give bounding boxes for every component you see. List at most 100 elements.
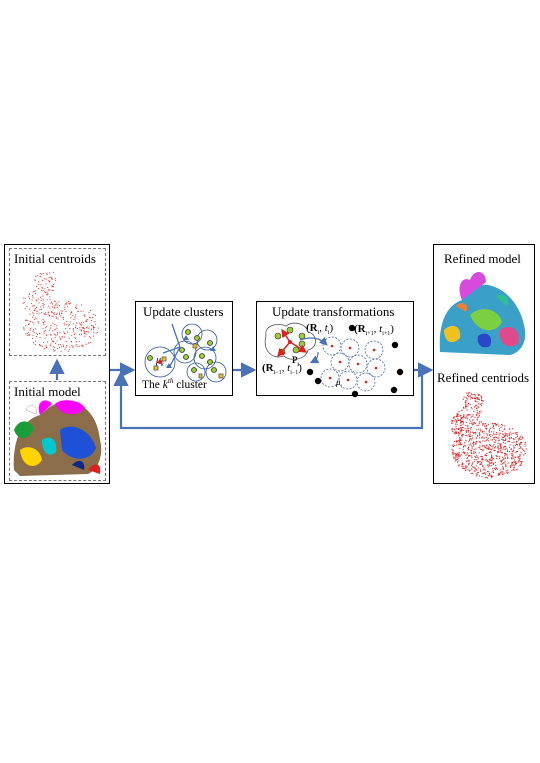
centroid-dot (486, 427, 488, 430)
centroid-dot (506, 450, 509, 453)
centroid-dot (492, 437, 495, 439)
centroid-dot (34, 344, 36, 346)
centroid-dot (83, 330, 85, 332)
centroid-dot (64, 348, 66, 350)
centroid-dot (479, 469, 482, 471)
centroid-dot (466, 398, 469, 400)
centroid-dot (471, 422, 473, 424)
centroid-dot (87, 331, 89, 333)
centroid-dot (472, 431, 474, 433)
centroid-dot (81, 326, 83, 328)
centroid-dot (496, 433, 498, 435)
centroid-dot (486, 434, 489, 436)
centroid-dot (488, 464, 490, 466)
centroid-dot (29, 329, 31, 331)
centroid-dot (459, 438, 461, 440)
centroid-dot (52, 348, 54, 350)
update-clusters-title: Update clusters (143, 304, 224, 319)
centroid-dot (487, 448, 489, 450)
centroid-dot (45, 345, 47, 347)
centroid-dot (479, 442, 481, 444)
centroid-dot (504, 434, 506, 436)
refined-model-label: Refined model (444, 251, 521, 266)
centroid-dot (516, 434, 519, 436)
centroid-dot (510, 448, 512, 450)
centroid-dot (54, 333, 56, 336)
centroid-dot (485, 473, 487, 475)
centroid-dot (478, 447, 481, 449)
centroid-dot (82, 310, 84, 312)
centroid-dot (496, 468, 498, 470)
centroid-dot (90, 310, 92, 312)
centroid-dot (42, 279, 44, 281)
centroid-dot (466, 418, 469, 420)
centroid-dot (509, 428, 511, 430)
centroid-dot (29, 308, 31, 310)
centroid-dot (481, 472, 483, 474)
mu-k-label: μk (156, 355, 164, 368)
centroid-dot (68, 301, 70, 303)
centroid-dot (42, 318, 44, 321)
centroid-dot (455, 426, 457, 428)
centroid-dot (31, 305, 33, 307)
centroid-dot (484, 425, 486, 427)
centroid-dot (36, 310, 38, 312)
centroid-dot (475, 448, 477, 450)
centroid-dot (73, 330, 75, 332)
centroid-dot (460, 422, 462, 424)
centroid-dot (468, 462, 470, 464)
centroid-dot (44, 288, 46, 290)
centroid-dot (44, 313, 46, 315)
centroid-dot (49, 296, 51, 298)
centroid-dot (481, 431, 483, 433)
centroid-dot (484, 459, 486, 461)
centroid-dot (40, 312, 43, 314)
centroid-dot (54, 278, 56, 280)
centroid-dot (460, 428, 462, 430)
centroid-dot (482, 437, 484, 439)
centroid-dot (59, 315, 61, 317)
centroid-dot (462, 434, 464, 436)
centroid-dot (490, 475, 492, 477)
centroid-dot (470, 452, 473, 454)
centroid-dot (489, 427, 491, 429)
centroid-dot (504, 460, 506, 462)
centroid-dot (513, 467, 516, 469)
centroid-dot (457, 419, 459, 421)
centroid-dot (500, 471, 502, 473)
centroid-dot (80, 310, 82, 312)
centroid-dot (475, 468, 477, 470)
centroid-dot (45, 312, 47, 314)
centroid-dot (472, 419, 474, 421)
centroid-dot (461, 409, 463, 411)
centroid-dot (513, 441, 515, 443)
centroid-dot (509, 440, 511, 442)
centroid-dot (471, 463, 473, 465)
centroid-dot (479, 403, 481, 405)
centroid-dot (455, 454, 457, 456)
centroid-dot (452, 451, 454, 453)
centroid-dot (504, 455, 506, 457)
centroid-dot (28, 331, 30, 333)
centroid-dot (462, 427, 464, 429)
centroid-dot (51, 278, 53, 280)
centroid-dot (518, 438, 521, 440)
centroid-dot (483, 423, 485, 425)
centroid-dot (489, 450, 491, 453)
centroid-dot (475, 459, 477, 461)
centroid-dot (72, 328, 74, 330)
centroid-dot (40, 284, 42, 286)
centroid-dot (479, 445, 481, 447)
centroid-dot (519, 464, 521, 466)
centroid-dot (506, 471, 508, 474)
centroid-dot (54, 349, 56, 351)
centroid-dot (76, 327, 78, 330)
centroid-dot (50, 345, 52, 347)
centroid-dot (511, 441, 513, 443)
centroid-dot (64, 324, 66, 326)
centroid-dot (485, 425, 487, 427)
centroid-dot (74, 314, 76, 316)
centroid-dot (458, 464, 460, 466)
centroid-dot (513, 447, 515, 449)
centroid-dot (38, 287, 40, 289)
